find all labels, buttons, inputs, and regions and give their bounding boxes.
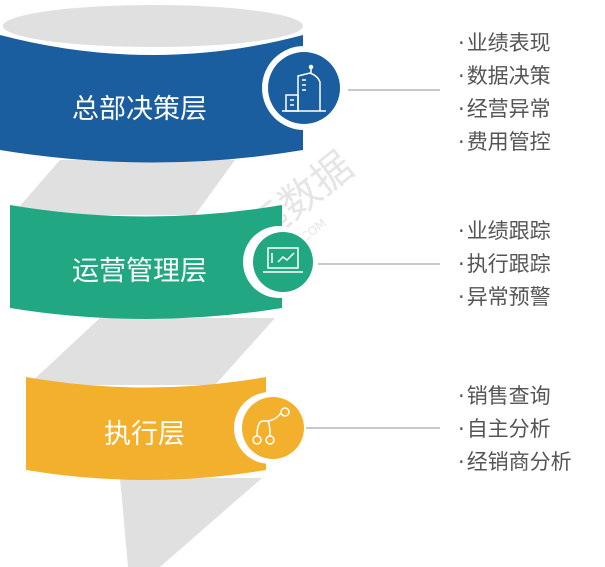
list-item: ·数据决策	[458, 64, 551, 88]
list-item: ·业绩表现	[458, 31, 551, 55]
layer-label: 执行层	[104, 419, 185, 450]
list-item: ·异常预警	[458, 285, 551, 309]
layer-operations: 运营管理层	[10, 205, 440, 319]
laptop-chart-icon	[263, 247, 303, 273]
layer-execution: 执行层	[26, 377, 440, 480]
grey-ribbon	[3, 5, 303, 567]
list-item: ·经营异常	[458, 97, 551, 121]
layer-label: 总部决策层	[72, 94, 207, 125]
building-icon	[282, 64, 326, 112]
layer-label: 运营管理层	[72, 256, 207, 287]
flow-branch-icon	[252, 407, 290, 445]
list-item: ·执行跟踪	[458, 252, 551, 276]
list-item: ·经销商分析	[458, 450, 572, 474]
layer-headquarters: 总部决策层	[0, 35, 440, 163]
list-item: ·销售查询	[458, 384, 551, 408]
list-item: ·费用管控	[458, 130, 551, 154]
list-item: ·自主分析	[458, 417, 551, 441]
list-item: ·业绩跟踪	[458, 219, 551, 243]
